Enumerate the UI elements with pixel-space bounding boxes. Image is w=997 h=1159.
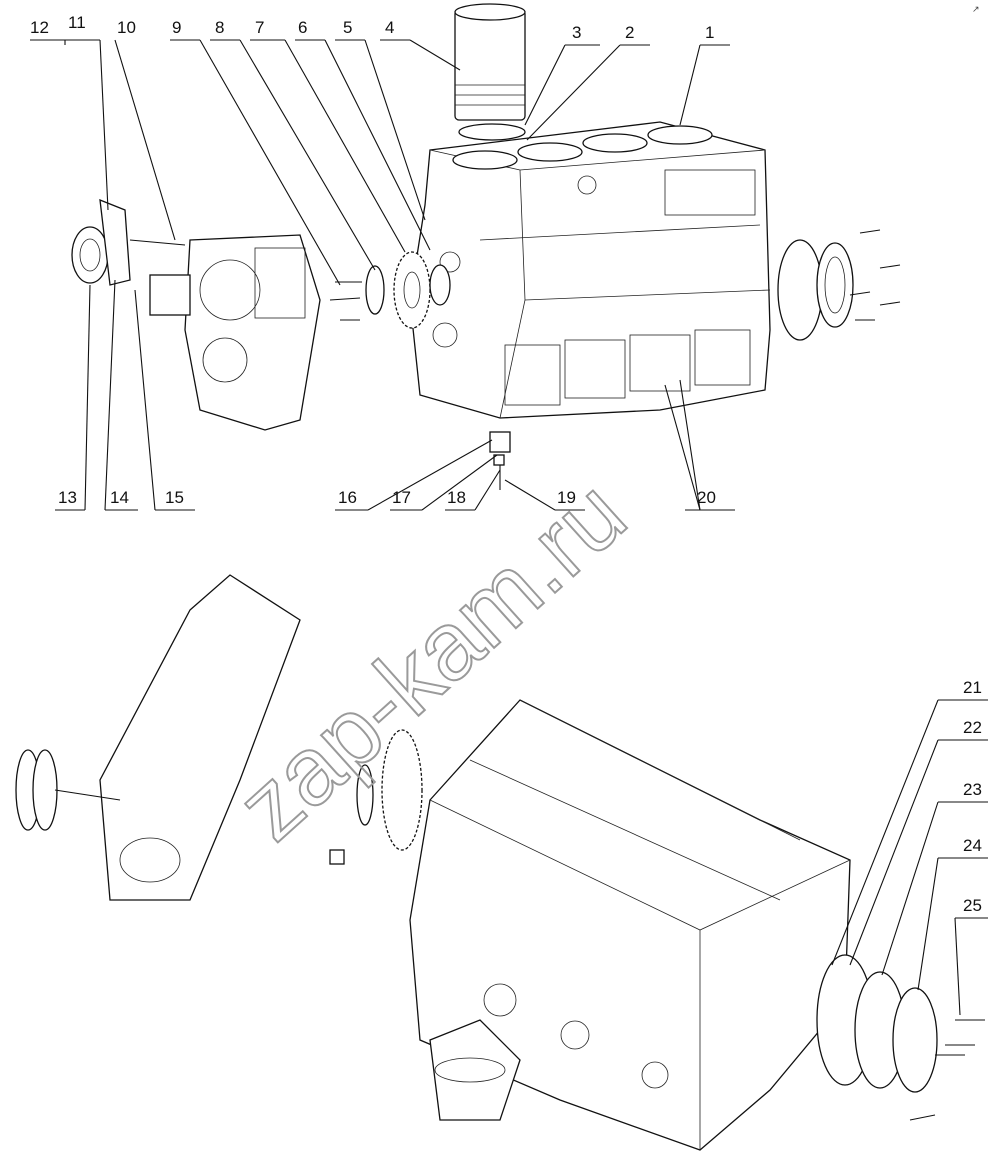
- callout-22: 22: [963, 718, 982, 737]
- callout-numbers: 12 11 10 9 8 7 6 5 4 3 2 1 13 14 15 16 1…: [30, 13, 982, 915]
- leader-lines: [30, 39, 988, 1016]
- corner-mark: ↗: [972, 4, 980, 14]
- callout-25: 25: [963, 896, 982, 915]
- callout-11: 11: [68, 13, 86, 32]
- callout-12: 12: [30, 18, 49, 37]
- lower-pulley: [15, 749, 121, 831]
- pulley: [71, 198, 191, 316]
- callout-9: 9: [172, 18, 181, 37]
- lower-engine-block: [409, 699, 851, 1151]
- callout-4: 4: [385, 18, 394, 37]
- timing-cover: [184, 234, 321, 431]
- callout-16: 16: [338, 488, 357, 507]
- callout-18: 18: [447, 488, 466, 507]
- camshaft-gear: [365, 251, 451, 329]
- upper-engine-block: [409, 121, 771, 419]
- callout-1: 1: [705, 23, 714, 42]
- callout-10: 10: [117, 18, 136, 37]
- callout-17: 17: [392, 488, 411, 507]
- rear-seal-housing: [777, 239, 854, 341]
- callout-23: 23: [963, 780, 982, 799]
- callout-7: 7: [255, 18, 264, 37]
- callout-15: 15: [165, 488, 184, 507]
- callout-19: 19: [557, 488, 576, 507]
- housing-bolts: [849, 229, 901, 321]
- callout-13: 13: [58, 488, 77, 507]
- lower-timing-cover: [99, 574, 301, 901]
- lower-gear: [329, 729, 423, 865]
- callout-3: 3: [572, 23, 581, 42]
- cylinder-liner: [454, 3, 526, 141]
- callout-2: 2: [625, 23, 634, 42]
- lower-rear-parts: [816, 954, 985, 1121]
- drain-fitting: [489, 431, 511, 490]
- studs: [329, 281, 362, 321]
- callout-14: 14: [110, 488, 129, 507]
- callout-8: 8: [215, 18, 224, 37]
- callout-6: 6: [298, 18, 307, 37]
- callout-20: 20: [697, 488, 716, 507]
- callout-24: 24: [963, 836, 982, 855]
- callout-5: 5: [343, 18, 352, 37]
- callout-21: 21: [963, 678, 982, 697]
- lower-cylinder-liner: [429, 1019, 521, 1121]
